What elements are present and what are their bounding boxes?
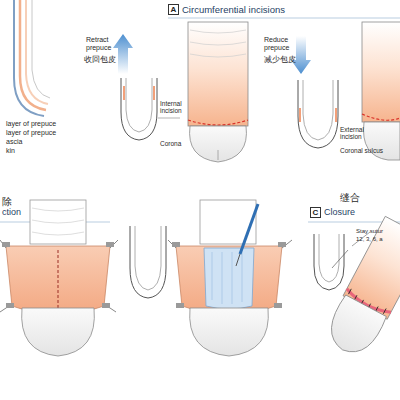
part-label: 12, 3, 6, a: [356, 236, 383, 243]
section-letter: C: [313, 209, 319, 217]
part-label: 除: [2, 196, 12, 207]
part-label: Coronal sulcus: [340, 147, 383, 154]
part-label: Corona: [160, 140, 181, 147]
part-label: 减少包皮: [264, 56, 296, 65]
part-label: Reduce prepuce: [264, 36, 296, 51]
part-label: Stay sutur: [356, 228, 383, 235]
part-label: layer of prepuce: [6, 129, 56, 137]
section-letter-box: A: [168, 4, 179, 15]
part-label: Circumferential incisions: [182, 5, 285, 15]
part-label: ction: [2, 208, 21, 218]
part-label: kin: [6, 147, 15, 155]
section-letter: A: [171, 6, 177, 14]
part-label: Internal incision: [160, 100, 190, 114]
part-label: 收回包皮: [84, 56, 116, 65]
part-label: Closure: [324, 208, 355, 218]
part-label: 缝合: [340, 192, 360, 203]
part-label: External incision: [340, 126, 370, 140]
section-letter-box: C: [310, 207, 321, 218]
part-label: ascia: [6, 138, 22, 146]
part-label: layer of prepuce: [6, 120, 56, 128]
part-label: Retract prepuce: [86, 36, 118, 51]
